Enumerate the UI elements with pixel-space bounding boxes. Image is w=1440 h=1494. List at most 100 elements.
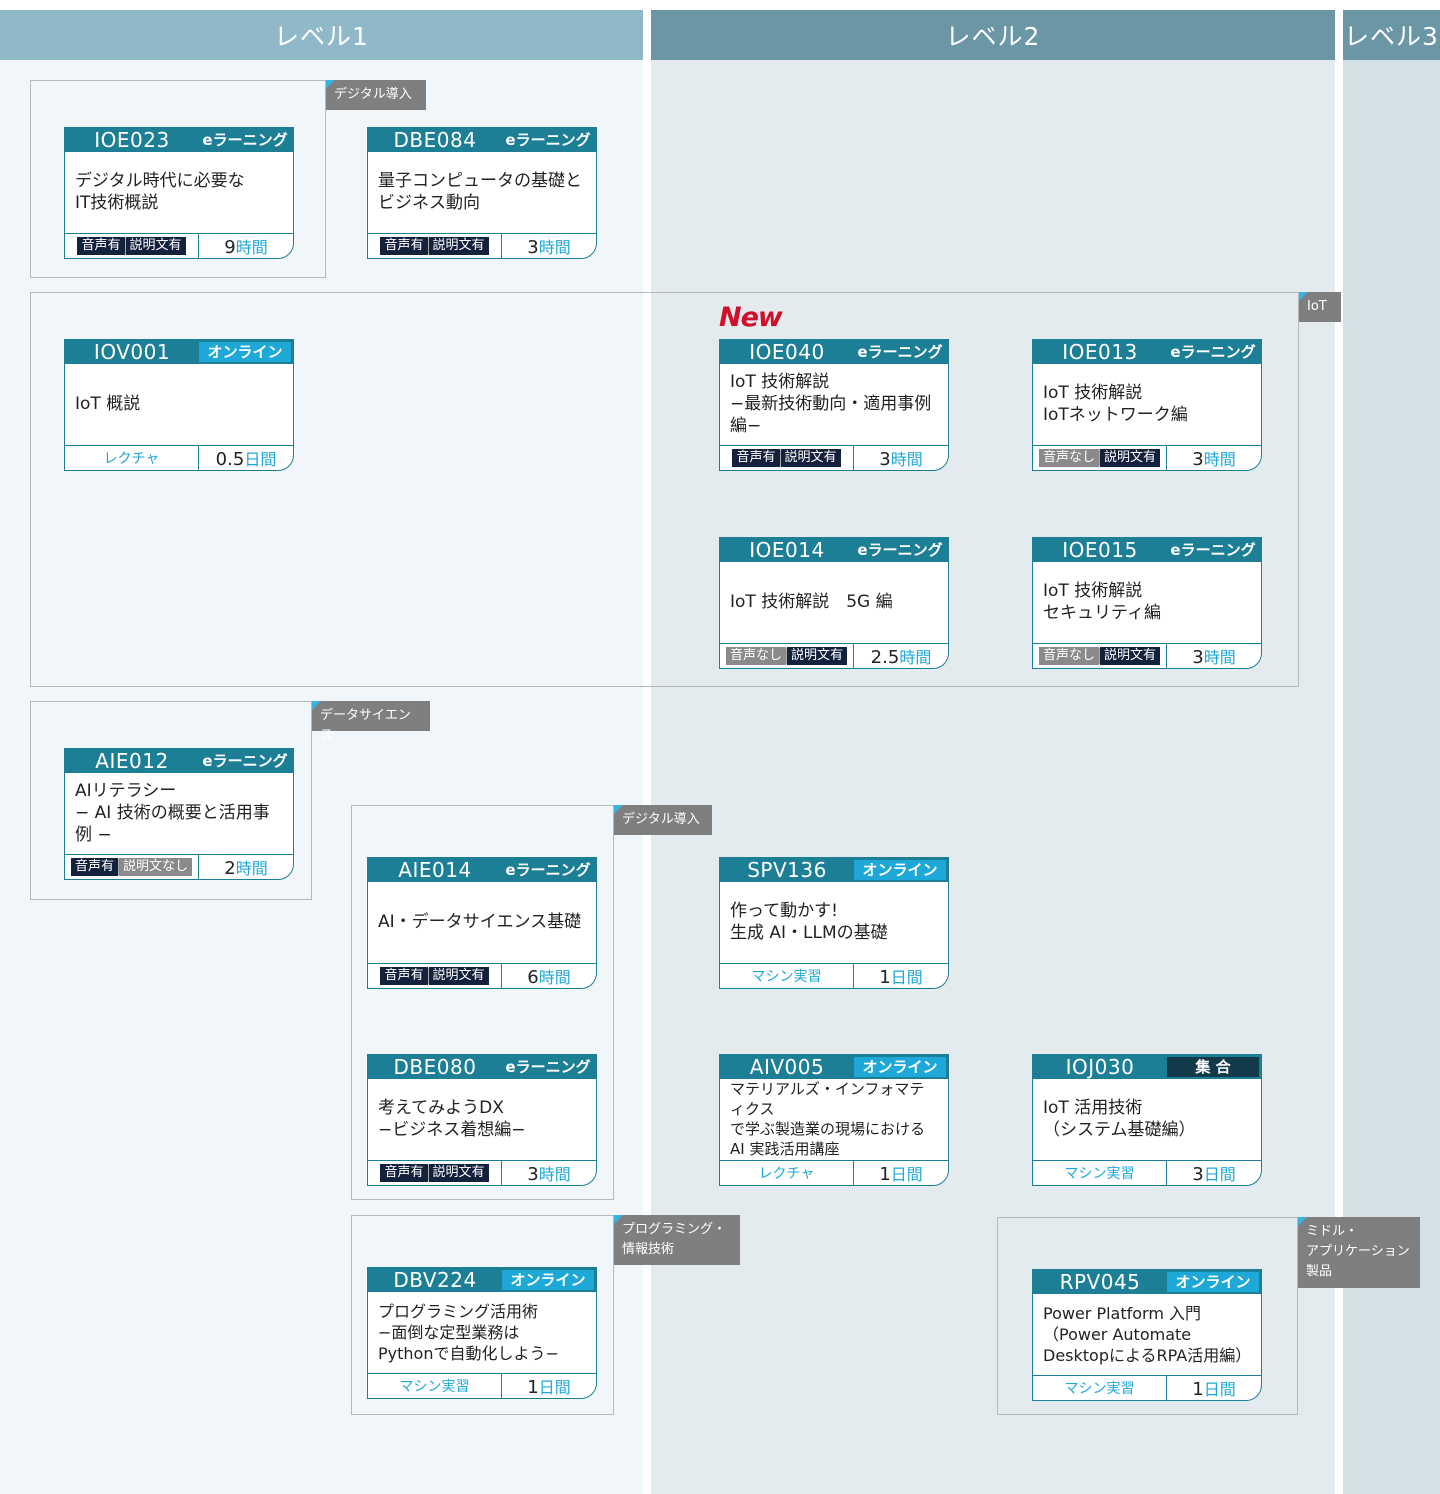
course-code: DBE084: [393, 128, 477, 152]
audio-badge: 音声有: [380, 237, 428, 255]
duration: 2: [224, 858, 236, 879]
duration-unit: 時間: [538, 1165, 571, 1184]
course-title: IoT 技術解説 セキュリティ編: [1043, 581, 1161, 623]
duration: 3: [527, 1164, 539, 1185]
duration: 3: [1192, 1164, 1204, 1185]
course-code: IOJ030: [1065, 1055, 1135, 1079]
audio-badge: 音声有: [380, 1164, 428, 1182]
group-iot: [30, 292, 1299, 687]
duration: 1: [879, 1164, 891, 1185]
duration-unit: 時間: [1203, 450, 1236, 469]
course-title: IoT 技術解説 5G 編: [730, 592, 893, 612]
caption-badge: 説明文なし: [119, 858, 193, 876]
delivery-type: eラーニング: [502, 1057, 594, 1077]
duration-unit: 時間: [1203, 648, 1236, 667]
delivery-type: eラーニング: [199, 751, 291, 771]
duration: 2.5: [870, 647, 900, 668]
audio-badge: 音声有: [70, 858, 118, 876]
group-programming: [351, 1215, 614, 1415]
method-label: レクチャ: [103, 451, 160, 467]
duration-unit: 時間: [899, 648, 932, 667]
delivery-type: eラーニング: [502, 130, 594, 150]
duration: 1: [1192, 1379, 1204, 1400]
caption-badge: 説明文有: [787, 647, 848, 665]
duration: 3: [527, 237, 539, 258]
course-code: IOE015: [1062, 538, 1138, 562]
duration-unit: 時間: [235, 238, 268, 257]
caption-badge: 説明文有: [428, 1164, 489, 1182]
group-tag: プログラミング・ 情報技術: [614, 1215, 740, 1265]
group-middleware: [997, 1217, 1298, 1415]
course-title: AIリテラシー − AI 技術の概要と活用事例 −: [75, 781, 270, 845]
caption-badge: 説明文有: [428, 237, 489, 255]
course-title: 作って動かす! 生成 AI・LLMの基礎: [730, 901, 888, 943]
course-code: IOE040: [749, 340, 825, 364]
group-digital-intro-1: [30, 80, 326, 278]
duration-unit: 日間: [538, 1378, 571, 1397]
course-code: AIE014: [398, 858, 472, 882]
audio-badge: 音声有: [380, 967, 428, 985]
column-header-level3: レベル3: [1343, 10, 1440, 60]
course-title: 量子コンピュータの基礎と ビジネス動向: [378, 171, 582, 213]
column-bg-level2: [651, 60, 1335, 1494]
audio-badge: 音声有: [77, 237, 125, 255]
course-title: Power Platform 入門 （Power Automate Deskto…: [1043, 1303, 1252, 1365]
delivery-type: オンライン: [854, 860, 946, 880]
delivery-type: オンライン: [199, 342, 291, 362]
course-card-dbe084[interactable]: DBE084 eラーニング 量子コンピュータの基礎と ビジネス動向 音声有説明文有…: [367, 127, 597, 259]
method-label: レクチャ: [758, 1166, 815, 1182]
delivery-type: 集 合: [1167, 1057, 1259, 1077]
duration: 3: [1192, 647, 1204, 668]
duration-unit: 時間: [538, 968, 571, 987]
delivery-type: オンライン: [854, 1057, 946, 1077]
audio-badge: 音声なし: [1038, 449, 1099, 467]
duration-unit: 時間: [538, 238, 571, 257]
delivery-type: eラーニング: [854, 342, 946, 362]
course-title: IoT 技術解説 IoTネットワーク編: [1043, 383, 1188, 425]
audio-badge: 音声なし: [725, 647, 786, 665]
duration: 3: [879, 449, 891, 470]
course-card-aie012[interactable]: AIE012 eラーニング AIリテラシー − AI 技術の概要と活用事例 − 音…: [64, 748, 294, 880]
new-badge: New: [719, 302, 783, 333]
caption-badge: 説明文有: [428, 967, 489, 985]
group-tag: IoT: [1299, 292, 1341, 322]
method-label: マシン実習: [1064, 1381, 1135, 1397]
duration: 1: [527, 1377, 539, 1398]
column-header-level1: レベル1: [0, 10, 643, 60]
course-code: IOE023: [94, 128, 170, 152]
course-code: DBE080: [393, 1055, 477, 1079]
group-tag: デジタル導入: [326, 80, 426, 110]
duration: 1: [879, 967, 891, 988]
group-digital-intro-2: [351, 805, 614, 1200]
delivery-type: eラーニング: [854, 540, 946, 560]
duration-unit: 日間: [890, 968, 923, 987]
course-code: IOE013: [1062, 340, 1138, 364]
group-tag: デジタル導入: [614, 805, 712, 835]
duration: 0.5: [215, 449, 245, 470]
caption-badge: 説明文有: [780, 449, 841, 467]
method-label: マシン実習: [751, 969, 822, 985]
course-code: AIE012: [95, 749, 169, 773]
group-data-science: [30, 701, 312, 900]
course-title: IoT 技術解説 −最新技術動向・適用事例編−: [730, 372, 932, 436]
course-code: DBV224: [393, 1268, 477, 1292]
duration-unit: 時間: [890, 450, 923, 469]
course-title: デジタル時代に必要な IT技術概説: [75, 171, 245, 213]
delivery-type: eラーニング: [502, 860, 594, 880]
course-title: IoT 活用技術 （システム基礎編）: [1043, 1098, 1196, 1140]
method-label: マシン実習: [1064, 1166, 1135, 1182]
course-code: IOV001: [93, 340, 171, 364]
